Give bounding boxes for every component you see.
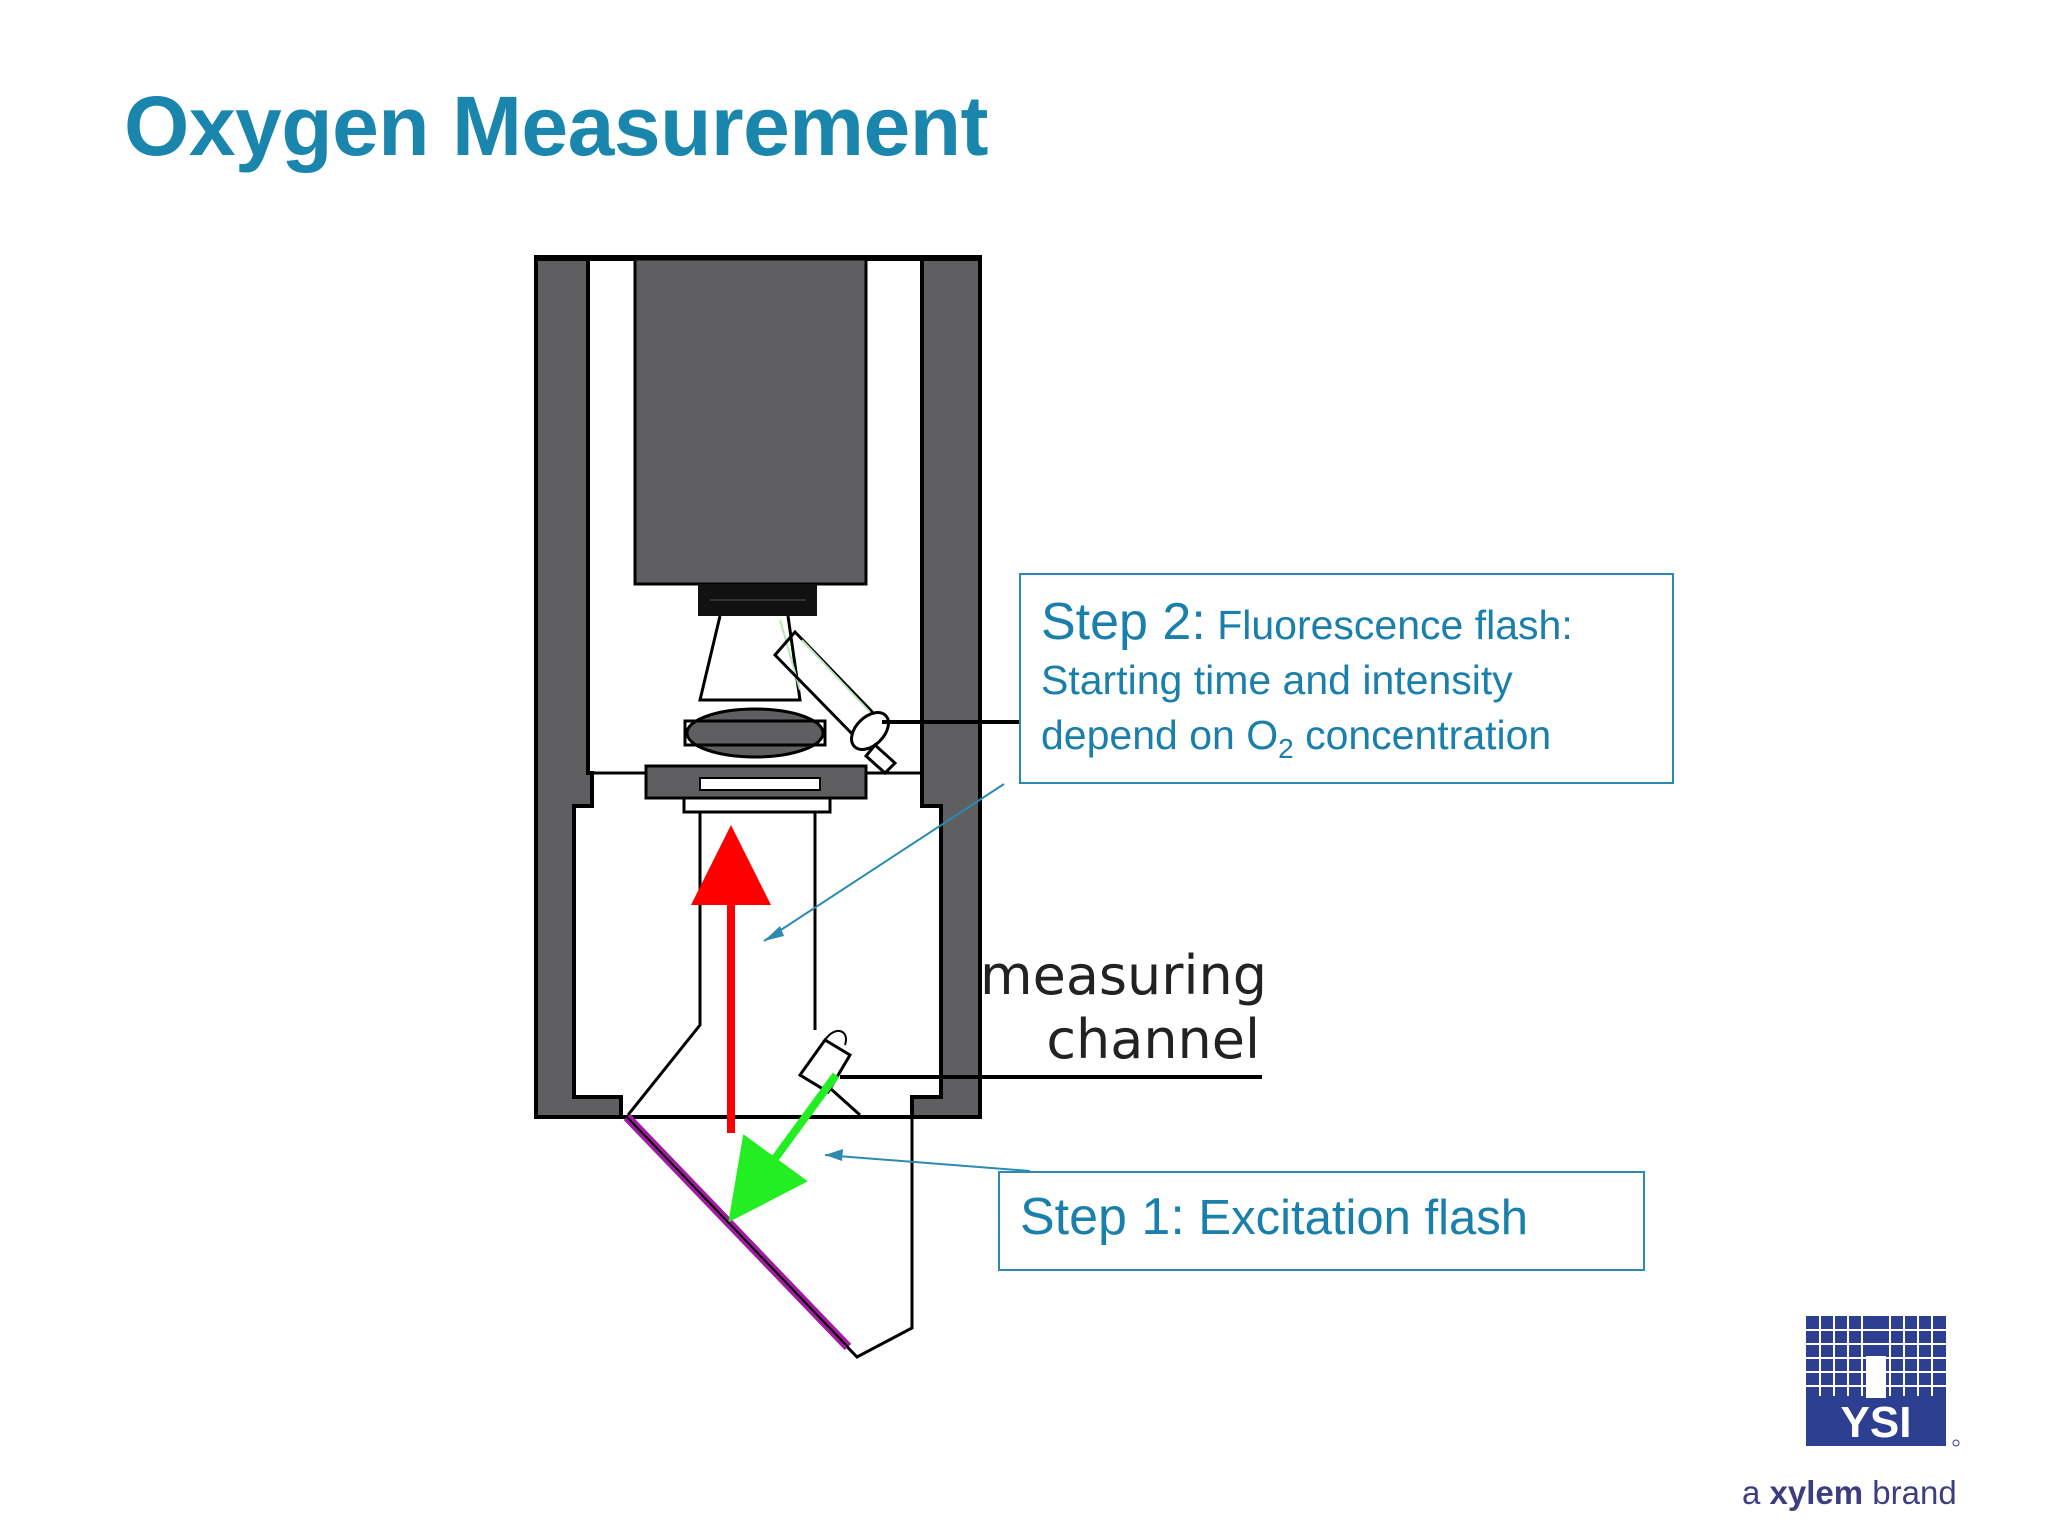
step2-text-1: Fluorescence flash: [1217, 602, 1573, 648]
optics-cone [698, 615, 802, 702]
slide-title: Oxygen Measurement [124, 79, 988, 173]
tagline-brand: xylem [1769, 1474, 1864, 1511]
measuring-channel-tube [626, 812, 817, 1116]
tagline-suffix: brand [1863, 1474, 1957, 1511]
housing-outer-wall-left [534, 255, 623, 1119]
step1-callout: Step 1: Excitation flash [998, 1171, 1645, 1271]
step2-text-2: Starting time and intensity [1041, 657, 1513, 703]
led-emitter [772, 629, 898, 776]
measuring-channel-label: measuring channel [980, 944, 1267, 1072]
detector-block [633, 257, 868, 586]
tagline-prefix: a [1742, 1474, 1770, 1511]
step2-text-3b: concentration [1293, 712, 1552, 758]
excitation-led [797, 1030, 853, 1095]
bottom-housing [625, 1115, 914, 1359]
measuring-label-line2: channel [1046, 1008, 1260, 1071]
housing-outer-wall-right [910, 255, 982, 1119]
ysi-logo-text: YSI [1841, 1398, 1912, 1447]
step2-leader [763, 783, 1005, 942]
measuring-label-line1: measuring [980, 944, 1267, 1007]
lens [685, 707, 825, 759]
step2-label: Step 2: [1041, 593, 1206, 651]
xylem-tagline: a xylem brand [1742, 1474, 1957, 1512]
step1-text: Excitation flash [1198, 1191, 1528, 1245]
step2-subscript: 2 [1278, 733, 1294, 765]
excitation-arrow [728, 1072, 840, 1223]
ysi-logo: YSI [1806, 1316, 1960, 1447]
step1-label: Step 1: [1020, 1188, 1185, 1246]
step2-text-3a: depend on O [1041, 712, 1279, 758]
step1-leader [824, 1154, 1031, 1172]
step2-callout: Step 2: Fluorescence flash: Starting tim… [1019, 573, 1674, 784]
